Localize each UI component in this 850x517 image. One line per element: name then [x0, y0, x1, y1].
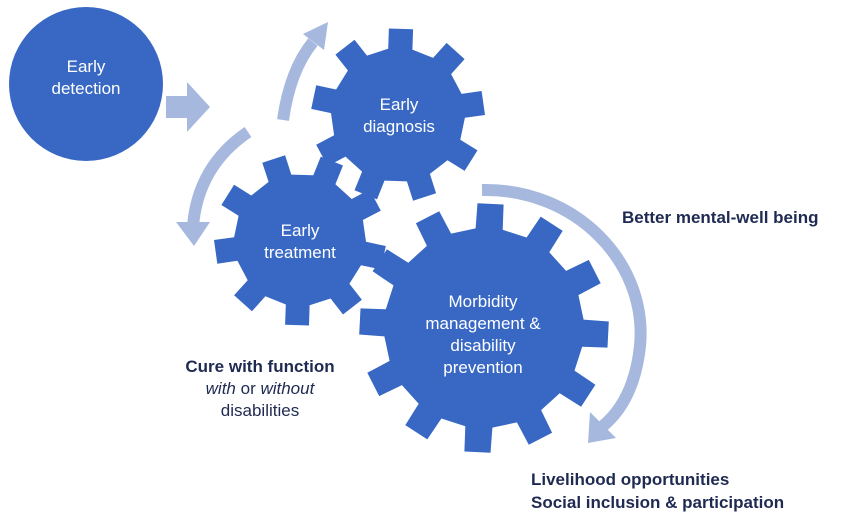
mental-wellbeing-text: Better mental-well being	[622, 208, 819, 227]
arrow-left-to-treatment	[187, 127, 252, 227]
early-detection-circle	[9, 7, 163, 161]
arrow-up-to-diagnosis	[277, 38, 318, 121]
arrowhead-up	[303, 22, 328, 50]
gear-morbidity	[359, 203, 609, 453]
morbidity-label: Morbidity management & disability preven…	[425, 292, 541, 377]
arrow-right-curve	[481, 183, 647, 431]
arrowhead-right-curve	[588, 412, 616, 443]
cure-with-function-block: Cure with function with or without disab…	[176, 356, 344, 422]
cure-title: Cure with function	[185, 357, 335, 376]
detection-arrow	[166, 82, 210, 132]
cure-with-line: with or without	[205, 379, 315, 398]
cure-disabilities: disabilities	[220, 401, 300, 420]
arrowhead-down	[176, 222, 210, 246]
early-diagnosis-label: Early diagnosis	[363, 95, 435, 136]
gear-early-diagnosis	[311, 28, 485, 201]
gear-early-treatment	[214, 155, 386, 326]
social-inclusion-text: Social inclusion & participation	[531, 493, 785, 512]
early-detection-label: Early detection	[51, 57, 121, 98]
livelihood-text: Livelihood opportunities	[531, 470, 730, 489]
early-treatment-label: Early treatment	[264, 221, 336, 262]
